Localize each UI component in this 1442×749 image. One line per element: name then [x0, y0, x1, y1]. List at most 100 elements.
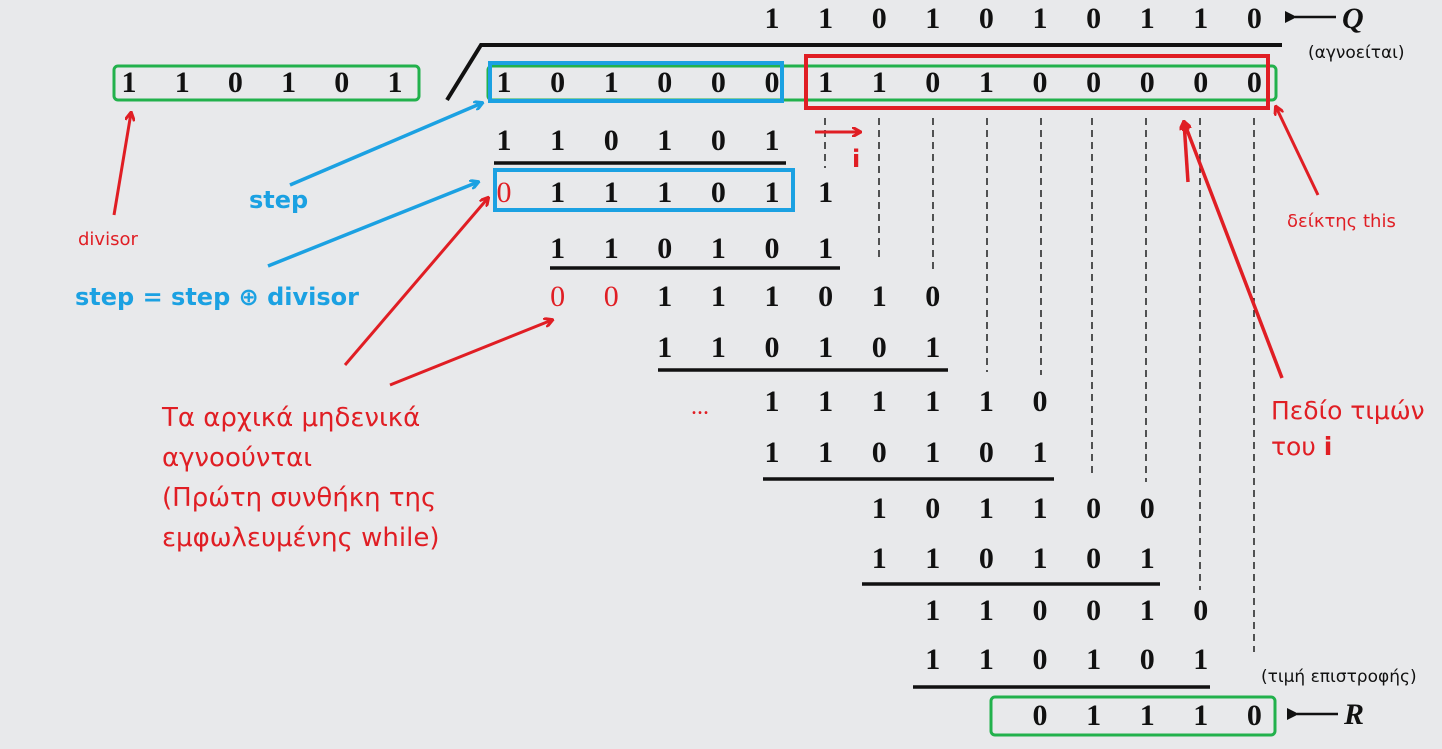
sub6-digit: 1 [979, 643, 994, 676]
dividend-digit: 0 [550, 66, 565, 99]
rem1-digit: 1 [604, 176, 619, 209]
rem2-digit: 1 [872, 280, 887, 313]
sub2-digit: 1 [550, 232, 565, 265]
dividend-digit: 1 [979, 66, 994, 99]
dividend-digit: 1 [604, 66, 619, 99]
dividend-digit: 1 [497, 66, 512, 99]
divisor-digit: 1 [281, 66, 296, 99]
rem2-digit: 0 [925, 280, 940, 313]
leading-zeros-note: Τα αρχικά μηδενικά αγνοούνται (Πρώτη συν… [162, 398, 439, 558]
quotient-ignored-note: (αγνοείται) [1308, 43, 1405, 63]
rem4-digit: 0 [1140, 492, 1155, 525]
dashed-guides [824, 118, 1255, 652]
quotient-digit: 1 [765, 2, 780, 35]
remainder-digit: 0 [1247, 699, 1262, 732]
leading-zero-arrow-1 [343, 198, 488, 366]
divisor-box [112, 64, 421, 102]
quotient-digit: 1 [1033, 2, 1048, 35]
range-of-i-label: Πεδίο τιμών του i [1271, 393, 1425, 465]
rem3-digit: 1 [979, 385, 994, 418]
sub6-digit: 0 [1033, 643, 1048, 676]
dividend-digit: 0 [711, 66, 726, 99]
rem2-digit: 0 [818, 280, 833, 313]
divisor-digit: 0 [228, 66, 243, 99]
rem1-digit: 0 [497, 176, 512, 209]
step-label: step [249, 186, 309, 214]
dividend-digit: 0 [765, 66, 780, 99]
sub6-digit: 1 [1193, 643, 1208, 676]
divisor-digit: 1 [388, 66, 403, 99]
quotient-digit: 1 [818, 2, 833, 35]
remainder-label: R [1343, 698, 1364, 731]
sub5-digit: 0 [979, 542, 994, 575]
division-bracket [445, 43, 1282, 102]
sub1-digit: 1 [497, 124, 512, 157]
rem2-digit: 0 [550, 280, 565, 313]
remainder-box [989, 695, 1277, 737]
dividend-digit: 0 [1247, 66, 1262, 99]
leading-zeros-line-4: εμφωλευμένης while) [162, 523, 440, 553]
sub4-digit: 0 [979, 436, 994, 469]
sub2-digit: 1 [604, 232, 619, 265]
sub5-digit: 0 [1086, 542, 1101, 575]
remainder-digit: 0 [1033, 699, 1048, 732]
rem1-digit: 0 [711, 176, 726, 209]
rem2-digit: 1 [765, 280, 780, 313]
rem5-digit: 1 [925, 594, 940, 627]
step-xor-label: step = step ⊕ divisor [75, 283, 359, 311]
sub1-digit: 1 [550, 124, 565, 157]
divisor-digit: 1 [122, 66, 137, 99]
rem4-digit: 1 [979, 492, 994, 525]
range-arrow-2 [1184, 122, 1190, 183]
sub3-digit: 1 [657, 331, 672, 364]
dividend-digit: 0 [1086, 66, 1101, 99]
leading-zeros-line-3: (Πρώτη συνθήκη της [162, 483, 437, 513]
range-line-2-prefix: του [1271, 432, 1324, 461]
rem1-digit: 1 [657, 176, 672, 209]
sub1-digit: 1 [657, 124, 672, 157]
remainder-digit: 1 [1140, 699, 1155, 732]
quotient-label: Q [1342, 2, 1364, 35]
sub5-digit: 1 [1033, 542, 1048, 575]
rem3-digit: 0 [1033, 385, 1048, 418]
quotient-digit: 0 [872, 2, 887, 35]
sub5-digit: 1 [872, 542, 887, 575]
rem3-digit: 1 [925, 385, 940, 418]
rem1-digit: 1 [765, 176, 780, 209]
rem4-digit: 0 [1086, 492, 1101, 525]
return-value-note: (τιμή επιστροφής) [1261, 667, 1417, 687]
dividend-digit: 0 [657, 66, 672, 99]
sub6-digit: 1 [925, 643, 940, 676]
dividend-digit: 0 [925, 66, 940, 99]
remainder-digit: 1 [1193, 699, 1208, 732]
rem1-digit: 1 [818, 176, 833, 209]
sub2-digit: 1 [818, 232, 833, 265]
highlight-boxes [112, 54, 1278, 737]
dividend-digit: 0 [1193, 66, 1208, 99]
step-arrow-2 [267, 182, 478, 268]
annotation-arrows [112, 103, 1320, 387]
dividend-digit: 1 [872, 66, 887, 99]
rem3-digit: 1 [872, 385, 887, 418]
range-line-1: Πεδίο τιμών [1271, 396, 1425, 425]
quotient-digit: 0 [1247, 2, 1262, 35]
sub2-digit: 1 [711, 232, 726, 265]
rem3-digit: 1 [765, 385, 780, 418]
quotient-digit: 0 [979, 2, 994, 35]
sub1-digit: 1 [765, 124, 780, 157]
range-of-i-box [804, 54, 1270, 110]
sub3-digit: 1 [925, 331, 940, 364]
quotient-digit: 1 [1193, 2, 1208, 35]
rem4-digit: 1 [872, 492, 887, 525]
rem2-digit: 0 [604, 280, 619, 313]
remainder-digit: 1 [1086, 699, 1101, 732]
sub4-digit: 1 [765, 436, 780, 469]
sub4-digit: 0 [872, 436, 887, 469]
digit-grid: 1 1 0 1 0 1 0 1 1 0 1 1 0 1 0 1 1 0 1 0 0 0 1 1 0 1 0 0 0 0 0 1 1 0 1 0 1 0 1 1… [122, 2, 1262, 732]
sub5-digit: 1 [1140, 542, 1155, 575]
ellipsis: ... [691, 394, 709, 420]
divisor-digit: 0 [334, 66, 349, 99]
leading-zeros-line-1: Τα αρχικά μηδενικά [162, 403, 421, 433]
rem3-digit: 1 [818, 385, 833, 418]
